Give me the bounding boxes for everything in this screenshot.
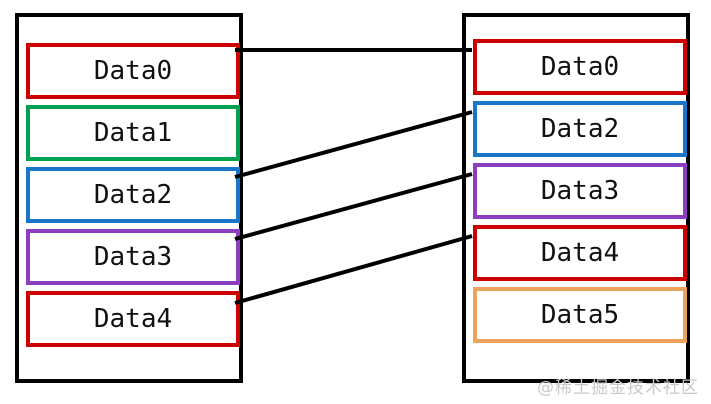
destination-slot-2-label: Data3: [540, 176, 620, 206]
connector-line-2: [234, 172, 473, 241]
source-array-container: Data0 Data1 Data2 Data3 Data4: [15, 13, 243, 383]
destination-slot-0[interactable]: Data0: [473, 39, 687, 95]
source-slot-4[interactable]: Data4: [26, 291, 240, 347]
source-slot-2-label: Data2: [93, 180, 173, 210]
source-slot-3[interactable]: Data3: [26, 229, 240, 285]
destination-slot-1[interactable]: Data2: [473, 101, 687, 157]
source-slot-4-label: Data4: [93, 304, 173, 334]
destination-slot-3-label: Data4: [540, 238, 620, 268]
connector-line-1: [234, 110, 473, 179]
source-slot-2[interactable]: Data2: [26, 167, 240, 223]
source-slot-0[interactable]: Data0: [26, 43, 240, 99]
watermark-text: @稀土掘金技术社区: [537, 378, 699, 398]
destination-slot-4-label: Data5: [540, 300, 620, 330]
destination-slot-4[interactable]: Data5: [473, 287, 687, 343]
source-slot-0-label: Data0: [93, 56, 173, 86]
source-slot-3-label: Data3: [93, 242, 173, 272]
destination-slot-3[interactable]: Data4: [473, 225, 687, 281]
destination-array-container: Data0 Data2 Data3 Data4 Data5: [462, 13, 690, 383]
destination-slot-1-label: Data2: [540, 114, 620, 144]
connector-line-3: [234, 234, 473, 305]
destination-slot-2[interactable]: Data3: [473, 163, 687, 219]
source-slot-1-label: Data1: [93, 118, 173, 148]
destination-slot-0-label: Data0: [540, 52, 620, 82]
source-slot-1[interactable]: Data1: [26, 105, 240, 161]
